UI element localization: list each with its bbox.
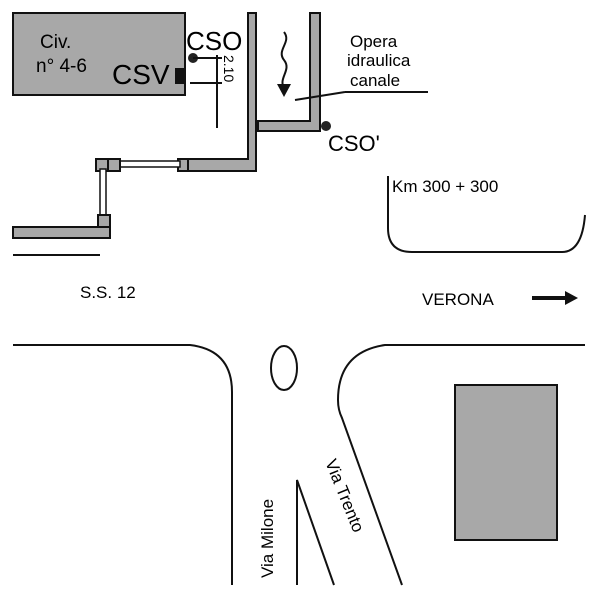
direction-label: VERONA: [422, 290, 494, 309]
window-walls: [12, 158, 189, 256]
csv-label: CSV: [112, 59, 170, 90]
leader-line: [294, 91, 346, 101]
opera-label-line1: Opera: [350, 32, 398, 51]
channel-curve: [387, 176, 586, 253]
km-label: Km 300 + 300: [392, 177, 498, 196]
road-divider-wedge: [296, 479, 335, 586]
building-label-line1: Civ.: [40, 32, 71, 53]
csv-marker: [175, 68, 185, 84]
road-edge-left: [13, 344, 233, 585]
dimension-label: 2.10: [221, 55, 237, 82]
cso-prime-label: CSO': [328, 131, 380, 156]
dimension-lines: [190, 55, 222, 128]
building-label-line2: n° 4-6: [36, 56, 87, 77]
wall-right-channel: [257, 12, 321, 132]
building-civ-4-6: [12, 12, 186, 96]
street-label-via-milone: Via Milone: [258, 499, 277, 578]
arrow-right-icon: [532, 291, 578, 305]
cso-label: CSO: [186, 26, 242, 56]
flow-arrowhead-icon: [277, 84, 291, 97]
road-label-ss12: S.S. 12: [80, 283, 136, 302]
road-edge-right: [336, 344, 585, 586]
building-block: [454, 384, 558, 541]
opera-label-line2: idraulica: [347, 51, 411, 70]
traffic-island: [270, 345, 298, 391]
opera-label-line3: canale: [350, 71, 400, 90]
flow-arrow-icon: [280, 31, 288, 89]
cso-prime-point: [321, 121, 331, 131]
